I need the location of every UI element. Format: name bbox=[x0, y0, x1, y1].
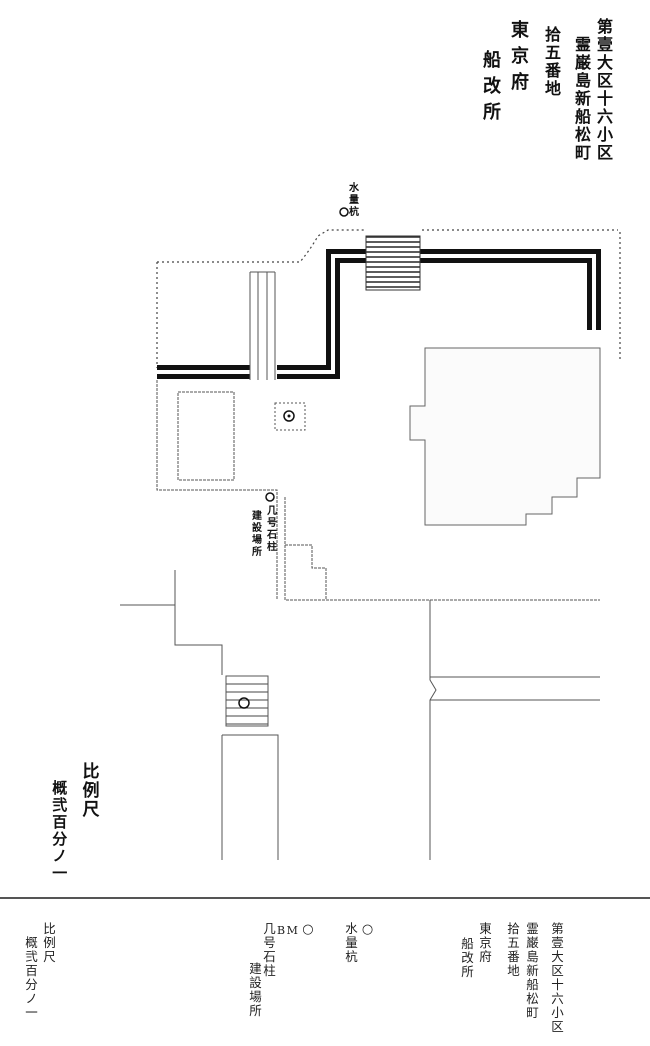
bm-label-1: 几号石柱 bbox=[261, 922, 276, 978]
water-gauge-marker bbox=[339, 207, 349, 217]
divider bbox=[0, 897, 650, 899]
site-plan-map: 第壹大区十六小区 霊巌島新船松町 拾五番地 東京府 船改所 水量杭 几号石柱 建… bbox=[50, 18, 621, 882]
transcription-bm: ○ BM 几号石柱 bbox=[260, 922, 316, 978]
map-bm-label-2: 建設場所 bbox=[249, 510, 261, 558]
dotted-fence bbox=[156, 229, 621, 368]
bm-code: BM bbox=[277, 924, 300, 937]
transcription-water-gauge: ○ 水量杭 bbox=[342, 922, 376, 964]
transcription-address-2: 霊巌島新船松町 bbox=[524, 922, 539, 1020]
stairs-with-marker bbox=[225, 675, 269, 727]
map-bm-label-1: 几号石柱 bbox=[264, 505, 276, 553]
transcription-bm-label-2: 建設場所 bbox=[247, 962, 262, 1018]
transcription-address-1: 第壹大区十六小区 bbox=[549, 922, 564, 1034]
large-building bbox=[409, 347, 601, 526]
transcription-office-2: 船改所 bbox=[459, 937, 474, 979]
map-office-line-2: 船改所 bbox=[480, 50, 501, 128]
transcription-scale-2: 概弐百分ノ一 bbox=[23, 936, 38, 1020]
map-scale-line-2: 概弐百分ノ一 bbox=[50, 780, 69, 882]
bm-marker bbox=[265, 492, 275, 502]
embankment-wall bbox=[157, 249, 601, 379]
map-address-line-2: 霊巌島新船松町 bbox=[572, 36, 591, 162]
hatched-landing bbox=[365, 235, 421, 291]
lower-outlines bbox=[120, 570, 600, 860]
map-address-line-3: 拾五番地 bbox=[542, 26, 561, 98]
water-gauge-symbol: ○ bbox=[360, 922, 375, 939]
map-office-line-1: 東京府 bbox=[508, 20, 529, 98]
compound-outline bbox=[156, 380, 600, 601]
transcription-address-3: 拾五番地 bbox=[505, 922, 520, 978]
transcription-office-1: 東京府 bbox=[477, 922, 492, 964]
water-gauge-label: 水量杭 bbox=[343, 922, 358, 964]
bm-post-square bbox=[274, 402, 306, 431]
map-water-gauge-label: 水量杭 bbox=[346, 182, 358, 218]
transcription-scale-1: 比例尺 bbox=[41, 922, 56, 964]
lane-lines bbox=[249, 271, 276, 380]
map-address-line-1: 第壹大区十六小区 bbox=[594, 18, 613, 162]
map-drawing bbox=[120, 207, 621, 860]
map-scale-line-1: 比例尺 bbox=[78, 762, 99, 819]
bm-symbol: ○ bbox=[300, 922, 316, 939]
